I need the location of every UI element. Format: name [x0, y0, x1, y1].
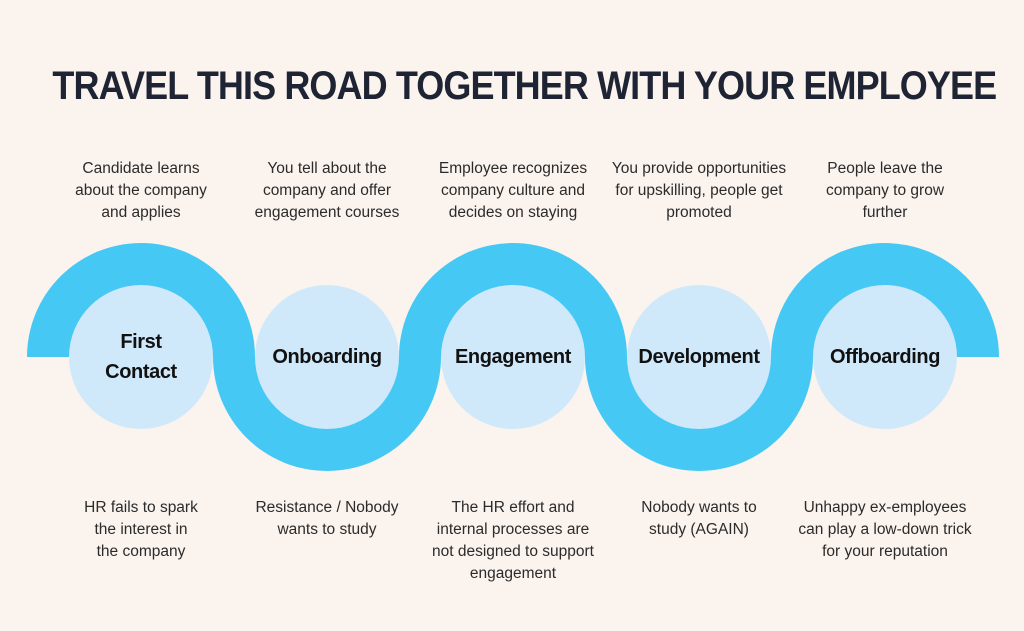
- stage-bottom-text-offboarding: Unhappy ex-employees can play a low-down…: [798, 499, 972, 560]
- stage-bottom-text-engagement: The HR effort and internal processes are…: [431, 499, 594, 582]
- stage-top-text-offboarding: People leave the company to grow further: [825, 160, 945, 221]
- stage-circle-development: Development: [627, 285, 771, 429]
- stage-label-onboarding: Onboarding: [272, 346, 382, 368]
- stage-bottom-text-onboarding: Resistance / Nobody wants to study: [255, 499, 399, 538]
- stage-bottom-text-development: Nobody wants to study (AGAIN): [641, 499, 757, 538]
- stage-top-text-first-contact: Candidate learns about the company and a…: [75, 160, 207, 221]
- stage-top-text-development: You provide opportunities for upskilling…: [611, 160, 787, 221]
- page-title: TRAVEL THIS ROAD TOGETHER WITH YOUR EMPL…: [0, 64, 1024, 109]
- stage-label-offboarding: Offboarding: [829, 346, 941, 368]
- stage-top-text-onboarding: You tell about the company and offer eng…: [254, 160, 400, 221]
- stage-circle-offboarding: Offboarding: [813, 285, 957, 429]
- stage-bottom-text-first-contact: HR fails to spark the interest in the co…: [84, 499, 198, 560]
- bottom-labels-row: HR fails to spark the interest in the co…: [48, 497, 978, 585]
- stage-circle-first-contact: First Contact: [69, 285, 213, 429]
- stage-label-development: Development: [638, 346, 760, 368]
- page-title-text: TRAVEL THIS ROAD TOGETHER WITH YOUR EMPL…: [52, 64, 997, 108]
- stage-label-first-contact: First Contact: [105, 331, 177, 383]
- top-labels-row: Candidate learns about the company and a…: [48, 158, 978, 224]
- stage-circle-onboarding: Onboarding: [255, 285, 399, 429]
- stage-label-engagement: Engagement: [454, 346, 572, 368]
- stage-top-text-engagement: Employee recognizes company culture and …: [438, 160, 588, 221]
- stage-circle-engagement: Engagement: [441, 285, 585, 429]
